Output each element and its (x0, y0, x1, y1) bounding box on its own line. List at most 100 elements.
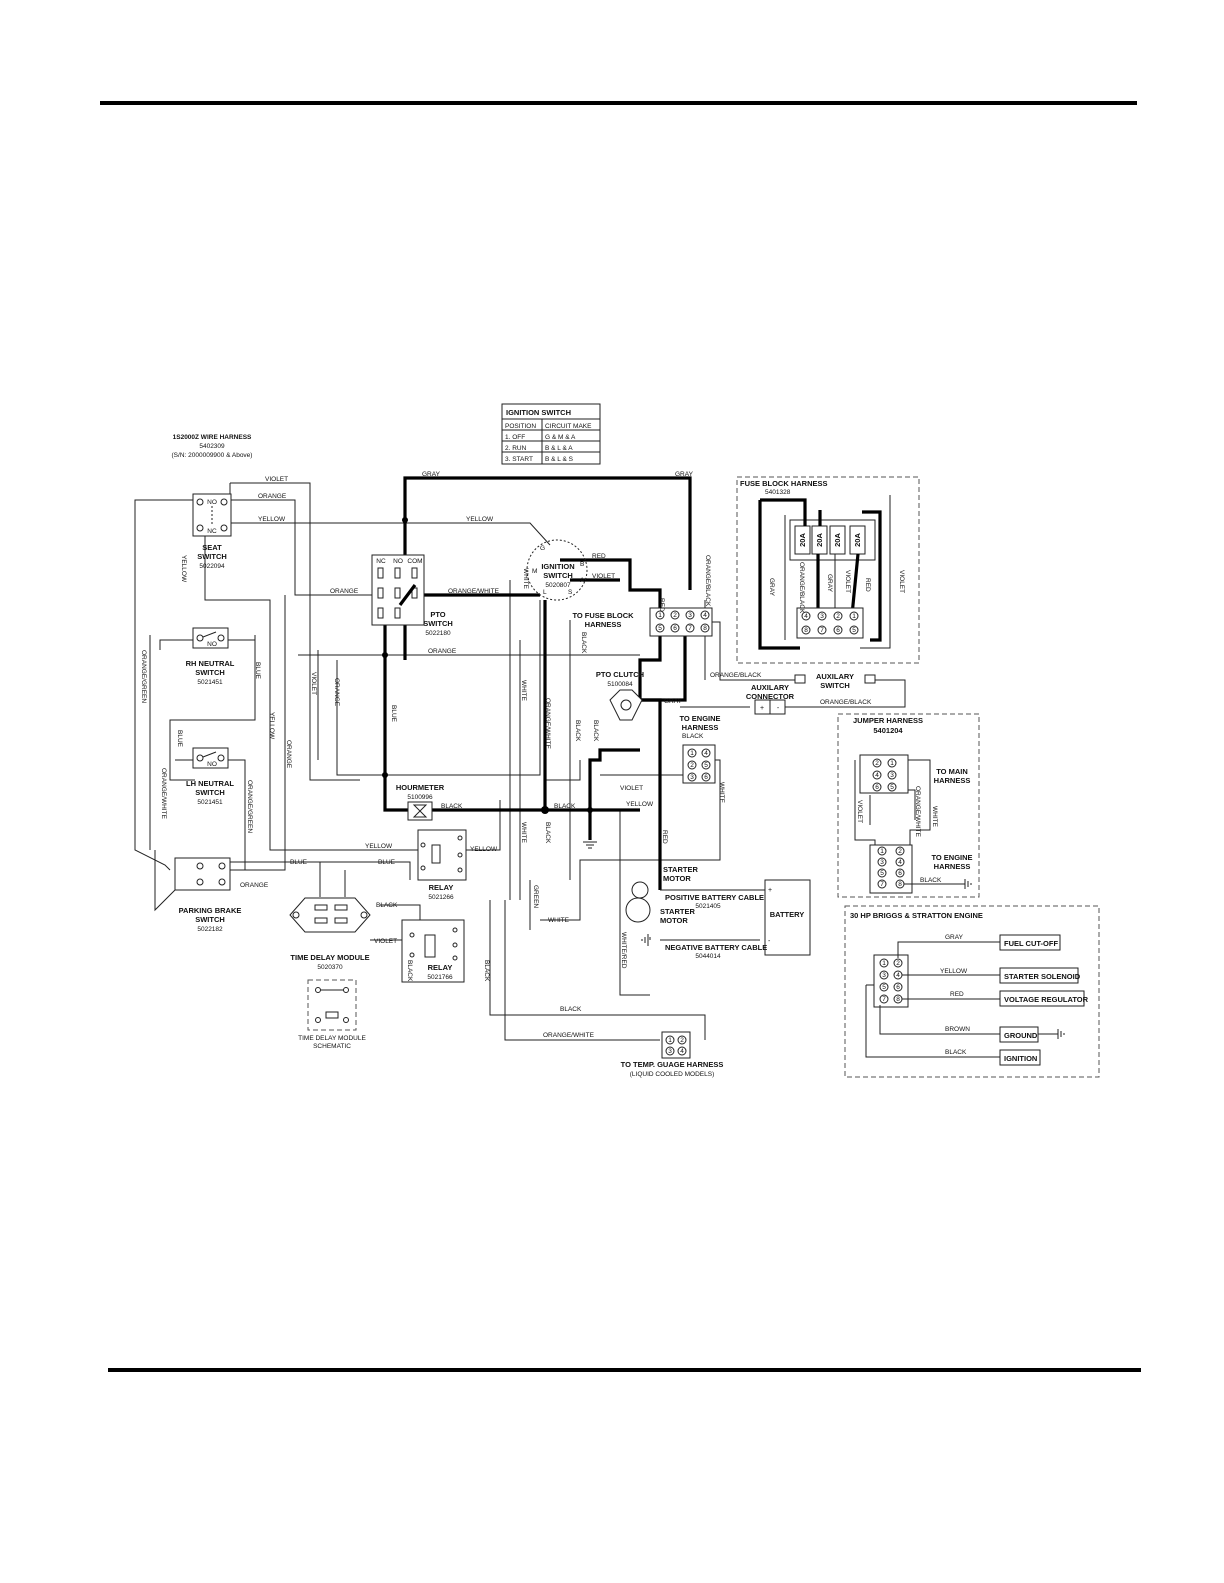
jh-label-violet: VIOLET (856, 800, 863, 823)
wl-black-ign-v: BLACK (580, 632, 587, 654)
bottom-rule (108, 1368, 1141, 1372)
wl-black-relay2-v: BLACK (483, 960, 490, 982)
rh-neutral-switch: NO RH NEUTRAL SWITCH 5021451 (186, 627, 235, 686)
pto-switch-name1: PTO (430, 610, 445, 619)
seat-switch-name1: SEAT (202, 543, 222, 552)
wl-yellow-v: YELLOW (268, 712, 275, 740)
eng-pin-7: 7 (882, 996, 886, 1003)
fbh-label-gray-2: GRAY (826, 574, 833, 593)
tg-pin-2: 2 (680, 1037, 684, 1044)
eng-voltage-regulator: VOLTAGE REGULATOR (1004, 995, 1089, 1004)
wl-blue-mid: BLUE (378, 859, 396, 866)
relay-2-name: RELAY (428, 963, 453, 972)
ignition-switch-name1: IGNITION (541, 562, 574, 571)
jh-bot-pin-7: 7 (880, 881, 884, 888)
wl-violet-v: VIOLET (310, 672, 317, 695)
jh-to-main2: HARNESS (934, 776, 971, 785)
tg-pin-3: 3 (668, 1048, 672, 1055)
fbh-fuse-1: 20A (798, 533, 807, 547)
eng-pin-8: 8 (896, 996, 900, 1003)
fbh-part: 5401328 (765, 489, 791, 496)
time-delay-name: TIME DELAY MODULE (290, 953, 369, 962)
fuse-pin-7: 7 (688, 625, 692, 632)
jh-label-orange-white: ORANGE/WHITE (914, 786, 921, 838)
wl-red-ign: RED (592, 553, 606, 560)
jh-bot-pin-5: 5 (880, 870, 884, 877)
jh-top-pin-5: 5 (890, 784, 894, 791)
jh-bot-pin-1: 1 (880, 848, 884, 855)
parking-brake-part: 5022182 (197, 926, 223, 933)
seat-switch: NO NC SEAT SWITCH 5022094 (192, 493, 232, 570)
jh-to-engine2: HARNESS (934, 862, 971, 871)
ignition-l: L (543, 589, 547, 596)
fuse-block-name2: HARNESS (585, 620, 622, 629)
wl-orange-top: ORANGE (258, 493, 287, 500)
fbh-label-violet-2: VIOLET (898, 570, 905, 593)
wl-orange-pb: ORANGE (240, 882, 269, 889)
fbh-label-red: RED (864, 578, 871, 592)
ignition-table: IGNITION SWITCH POSITION CIRCUIT MAKE 1.… (501, 403, 601, 465)
wl-gray-clutch: GRAY (664, 698, 683, 705)
jh-label-black: BLACK (920, 877, 942, 884)
fbh-pin-7: 7 (820, 627, 824, 634)
jh-to-engine1: TO ENGINE (931, 853, 972, 862)
wl-orange-white-pto: ORANGE/WHITE (448, 588, 500, 595)
wl-yellow-mid: YELLOW (466, 516, 494, 523)
wl-red-v: RED (661, 830, 668, 844)
jh-bot-pin-2: 2 (898, 848, 902, 855)
wl-violet-ign: VIOLET (592, 573, 615, 580)
fuse-pin-4: 4 (703, 612, 707, 619)
starter-name3: STARTER (660, 907, 695, 916)
eng-pin-3: 3 (882, 972, 886, 979)
eh-pin-3: 3 (690, 774, 694, 781)
aux-connector: + - AUXILARY CONNECTOR (746, 683, 795, 715)
ignition-switch: M B A G L S IGNITION SWITCH 5020807 (526, 539, 588, 601)
top-rule (100, 101, 1137, 105)
harness-part: 5402309 (199, 443, 225, 450)
eng-fuel-cutoff: FUEL CUT-OFF (1004, 939, 1058, 948)
wl-orange-white-lh-v: ORANGE/WHITE (160, 768, 167, 820)
pto-switch: NC NO COM PTO SWITCH 5022180 (371, 554, 453, 637)
ignition-m: M (532, 568, 537, 575)
jh-bot-pin-8: 8 (898, 881, 902, 888)
wl-black-relay2-left-v: BLACK (406, 960, 413, 982)
lh-neutral-name1: LH NEUTRAL (186, 779, 234, 788)
fbh-fuse-2: 20A (815, 533, 824, 547)
starter-name1: STARTER (663, 865, 698, 874)
neg-cable-name: NEGATIVE BATTERY CABLE (665, 943, 767, 952)
pto-clutch: PTO CLUTCH 5100084 (596, 670, 644, 721)
fbh-label-gray-1: GRAY (768, 578, 775, 597)
fbh-pin-8: 8 (804, 627, 808, 634)
wl-yellow-mid2: YELLOW (626, 801, 654, 808)
ignition-table-title: IGNITION SWITCH (506, 408, 571, 417)
starter-motor: STARTER MOTOR STARTER MOTOR (625, 865, 698, 925)
starter-name2: MOTOR (663, 874, 691, 883)
wl-orange-white-temp: ORANGE/WHITE (543, 1032, 595, 1039)
jh-bot-pin-3: 3 (880, 859, 884, 866)
aux-connector-plus: + (760, 705, 764, 712)
ignition-table-header-circuit: CIRCUIT MAKE (545, 423, 592, 430)
fuse-pin-6: 6 (673, 625, 677, 632)
jh-top-pin-4: 4 (875, 772, 879, 779)
eng-pin-1: 1 (882, 960, 886, 967)
fbh-fuse-3: 20A (833, 533, 842, 547)
jh-bot-pin-4: 4 (898, 859, 902, 866)
engine-harness-name2: HARNESS (682, 723, 719, 732)
seat-switch-name2: SWITCH (197, 552, 227, 561)
eng-pin-4: 4 (896, 972, 900, 979)
ignition-s: S (568, 589, 573, 596)
pto-nc: NC (376, 558, 386, 565)
wl-blue-lh-v: BLUE (176, 730, 183, 748)
neg-cable-part: 5044014 (695, 953, 721, 960)
engine-box: 30 HP BRIGGS & STRATTON ENGINE 1 2 3 4 5… (844, 905, 1100, 1078)
eh-pin-1: 1 (690, 750, 694, 757)
wl-orange-mid: ORANGE (428, 648, 457, 655)
fbh-fuse-4: 20A (853, 533, 862, 547)
jh-title: JUMPER HARNESS (853, 716, 923, 725)
fbh-pin-1: 1 (852, 613, 856, 620)
wl-black-temp: BLACK (560, 1006, 582, 1013)
parking-brake-switch: PARKING BRAKE SWITCH 5022182 (174, 857, 241, 933)
wl-black-engine: BLACK (682, 733, 704, 740)
wl-orange-black-aux: ORANGE/BLACK (710, 672, 762, 679)
aux-switch-name1: AUXILARY (816, 672, 854, 681)
